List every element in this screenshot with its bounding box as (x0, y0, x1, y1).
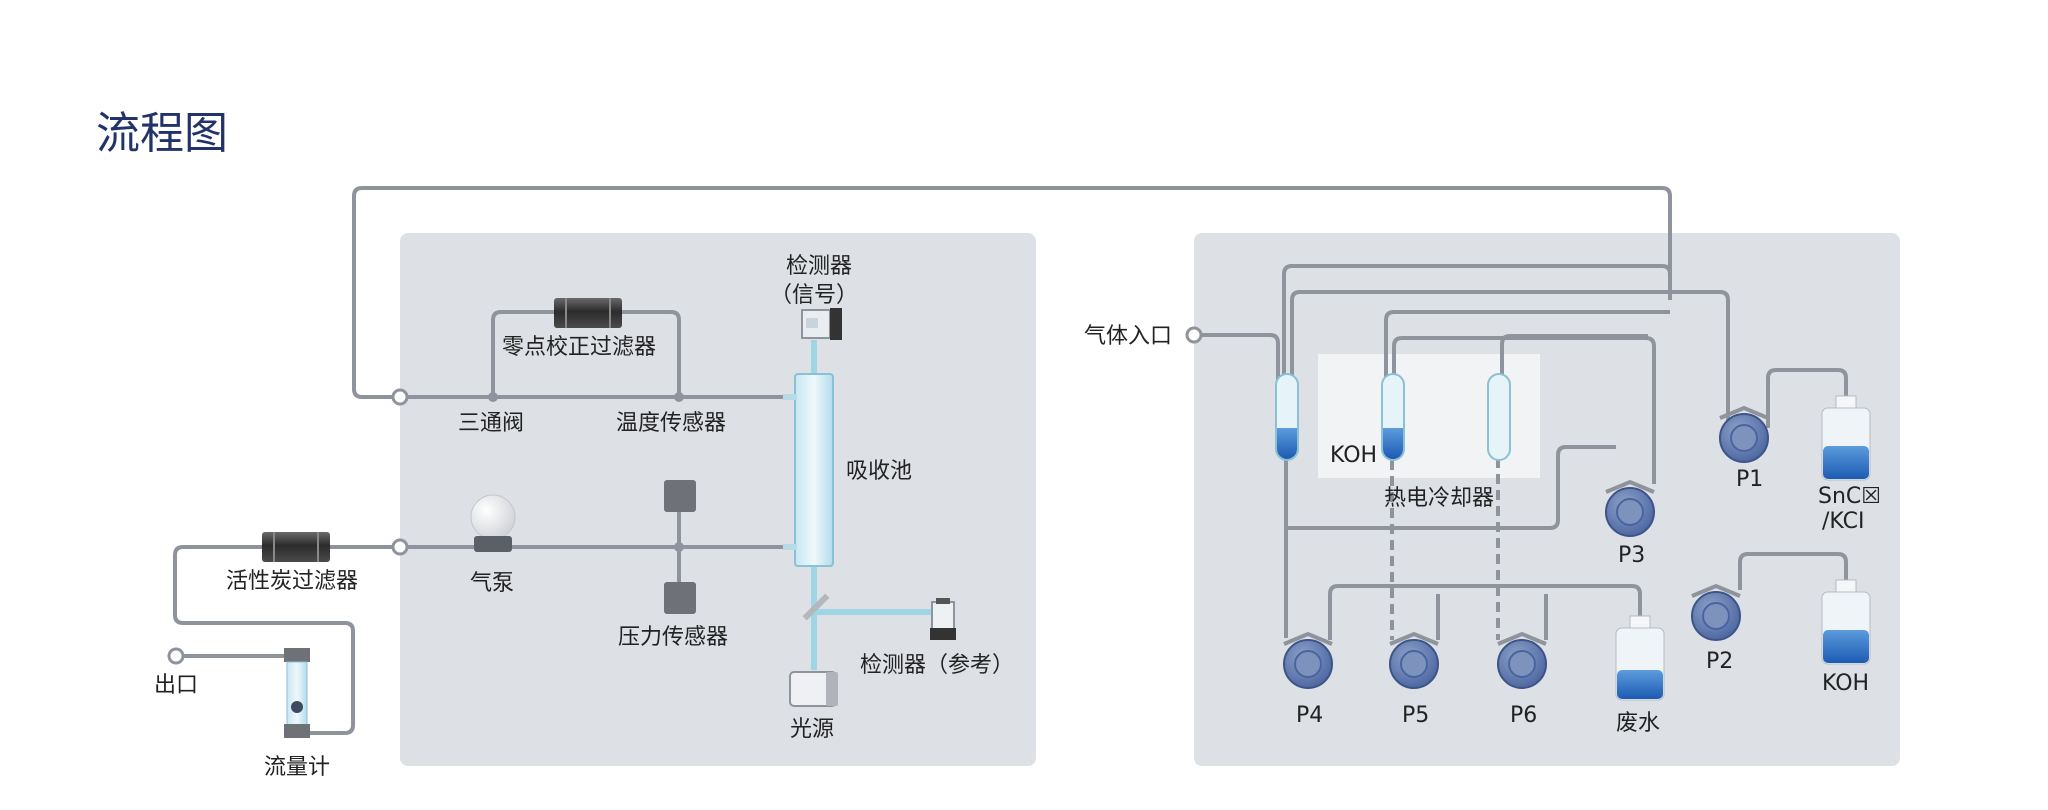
pump-p1 (1719, 405, 1769, 463)
label-detector-signal: 检测器 (786, 254, 852, 279)
page-title: 流程图 (96, 108, 228, 159)
label-sncl-1: SnC☒ (1818, 484, 1881, 509)
label-absorption-cell: 吸收池 (846, 459, 912, 484)
label-light-source: 光源 (790, 717, 834, 742)
air-pump (470, 494, 516, 552)
label-sncl-2: /KCI (1822, 509, 1865, 534)
pressure-sensor-bottom (664, 582, 696, 614)
label-p4: P4 (1296, 703, 1323, 728)
label-carbon-filter: 活性炭过滤器 (226, 569, 358, 594)
junction-dot (674, 542, 684, 552)
reaction-vessel-1 (1275, 373, 1299, 461)
label-waste-water: 废水 (1616, 711, 1660, 736)
zero-point-filter (554, 298, 622, 328)
outlet-node (167, 647, 185, 665)
label-flow-meter: 流量计 (264, 755, 330, 780)
bottle-sncl-kcl (1821, 395, 1871, 481)
label-thermo-cooler: 热电冷却器 (1384, 486, 1494, 511)
light-source (789, 671, 838, 707)
label-zero-filter: 零点校正过滤器 (502, 335, 656, 360)
label-temp-sensor: 温度传感器 (616, 411, 726, 436)
label-koh-bottle: KOH (1822, 671, 1869, 696)
label-gas-inlet: 气体入口 (1084, 324, 1172, 349)
label-air-pump: 气泵 (470, 571, 514, 596)
pump-p3 (1605, 479, 1655, 537)
detector-signal (801, 308, 842, 340)
label-p1: P1 (1736, 467, 1763, 492)
pump-p4 (1283, 631, 1333, 689)
pump-p6 (1497, 631, 1547, 689)
label-koh-small: KOH (1330, 443, 1377, 468)
pressure-sensor-top (664, 480, 696, 512)
junction-dot (674, 392, 684, 402)
label-p3: P3 (1618, 543, 1645, 568)
three-way-valve-node (391, 388, 409, 406)
label-pressure-sensor: 压力传感器 (618, 625, 728, 650)
junction-dot (488, 392, 498, 402)
bottle-waste-water (1615, 615, 1665, 701)
pump-p2 (1691, 583, 1741, 641)
label-detector-signal-sub: （信号） (770, 283, 858, 308)
bottle-koh (1821, 579, 1871, 665)
label-outlet: 出口 (154, 673, 198, 698)
gas-inlet-node (1185, 326, 1203, 344)
left-panel (400, 233, 1036, 766)
activated-carbon-filter (262, 532, 330, 562)
flow-meter (284, 648, 310, 738)
label-p2: P2 (1706, 649, 1733, 674)
reaction-vessel-2 (1381, 373, 1405, 461)
label-detector-reference: 检测器（参考） (860, 653, 1014, 678)
right-pipes (1194, 264, 1848, 640)
pump-p5 (1389, 631, 1439, 689)
reaction-vessel-3 (1487, 373, 1511, 461)
label-p6: P6 (1510, 703, 1537, 728)
label-three-way-valve: 三通阀 (458, 411, 524, 436)
beam-splitter (802, 593, 830, 621)
absorption-cell (783, 373, 834, 567)
detector-reference (930, 598, 956, 640)
inlet-node (391, 538, 409, 556)
label-p5: P5 (1402, 703, 1429, 728)
